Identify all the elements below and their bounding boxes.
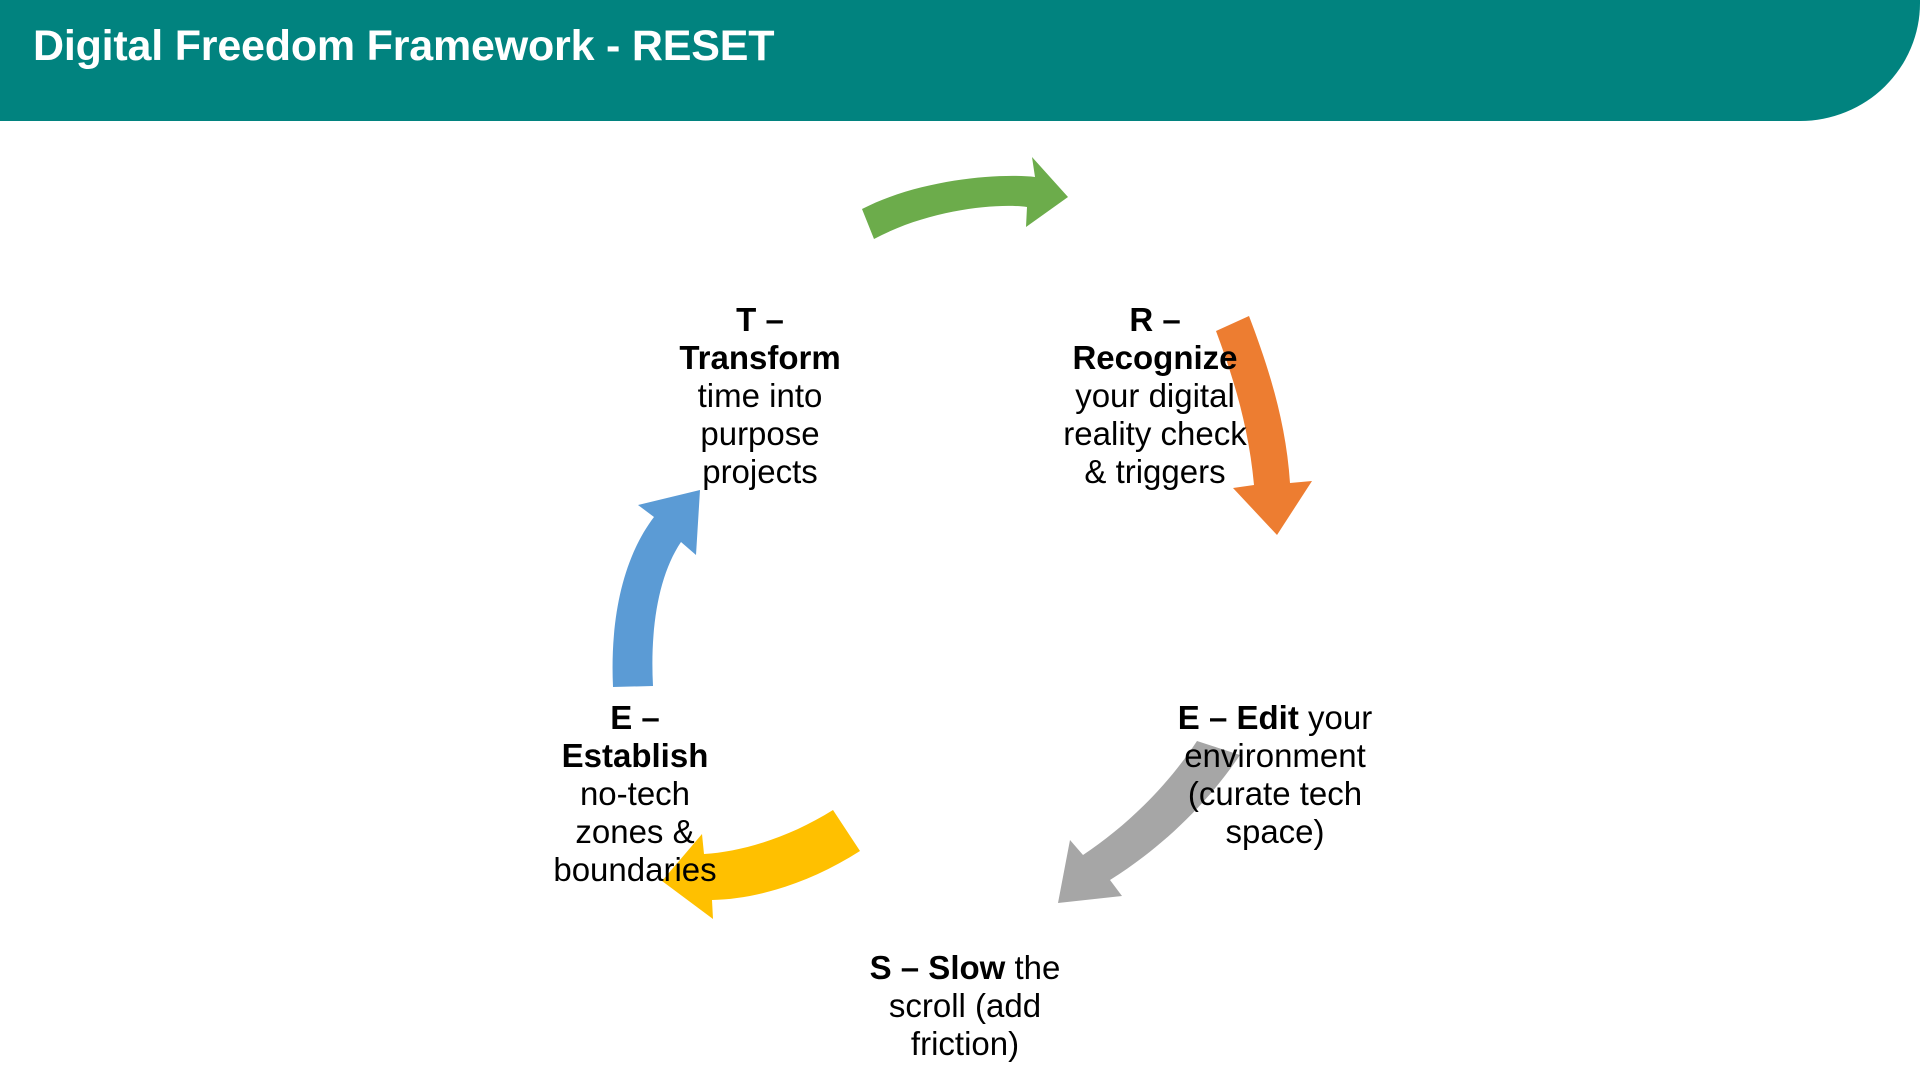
- cycle-diagram: T – Transform time into purpose projects…: [0, 121, 1920, 1080]
- cycle-step-transform-line4: purpose: [700, 415, 820, 452]
- cycle-step-recognize-line2: Recognize: [1072, 339, 1238, 376]
- header-banner: Digital Freedom Framework - RESET: [0, 0, 1920, 121]
- cycle-step-edit-line2: environment: [1184, 737, 1366, 774]
- cycle-step-establish-line4: boundaries: [553, 851, 717, 888]
- cycle-step-recognize-line3: your digital: [1075, 377, 1235, 414]
- cycle-step-slow: S – Slow the scroll (add friction): [865, 949, 1065, 1063]
- page-title: Digital Freedom Framework - RESET: [33, 22, 775, 70]
- cycle-step-slow-line1: S – Slow the: [869, 949, 1061, 986]
- cycle-step-slow-line3: friction): [910, 1025, 1020, 1062]
- cycle-step-edit-line1: E – Edit your: [1177, 699, 1373, 736]
- cycle-step-transform-line2: Transform: [679, 339, 841, 376]
- cycle-step-recognize-line5: & triggers: [1084, 453, 1226, 490]
- arrow-establish-to-transform-icon: [612, 490, 700, 687]
- cycle-step-establish-line2: no-tech: [579, 775, 691, 812]
- cycle-step-establish: E – Establish no-tech zones & boundaries: [535, 699, 735, 889]
- arrow-edit-to-slow-icon: [1058, 741, 1240, 903]
- cycle-step-transform: T – Transform time into purpose projects: [670, 301, 850, 491]
- cycle-step-recognize-line4: reality check: [1063, 415, 1247, 452]
- arrow-recognize-to-edit-icon: [1216, 316, 1312, 535]
- cycle-step-recognize-line1: R –: [1129, 301, 1181, 338]
- cycle-step-transform-line3: time into: [697, 377, 823, 414]
- cycle-step-transform-line1: T –: [736, 301, 784, 338]
- cycle-step-establish-line3: zones &: [575, 813, 695, 850]
- cycle-step-edit-line4: space): [1225, 813, 1325, 850]
- cycle-step-edit: E – Edit your environment (curate tech s…: [1175, 699, 1375, 851]
- cycle-step-slow-line2: scroll (add: [888, 987, 1042, 1024]
- arrow-slow-to-establish-icon: [662, 810, 860, 919]
- cycle-step-edit-line3: (curate tech: [1187, 775, 1363, 812]
- cycle-step-establish-line1: E – Establish: [561, 699, 709, 774]
- cycle-step-transform-line5: projects: [702, 453, 818, 490]
- arrow-transform-to-recognize-icon: [862, 157, 1068, 239]
- cycle-step-recognize: R – Recognize your digital reality check…: [1055, 301, 1255, 491]
- cycle-arrows-graphic: [612, 157, 1312, 919]
